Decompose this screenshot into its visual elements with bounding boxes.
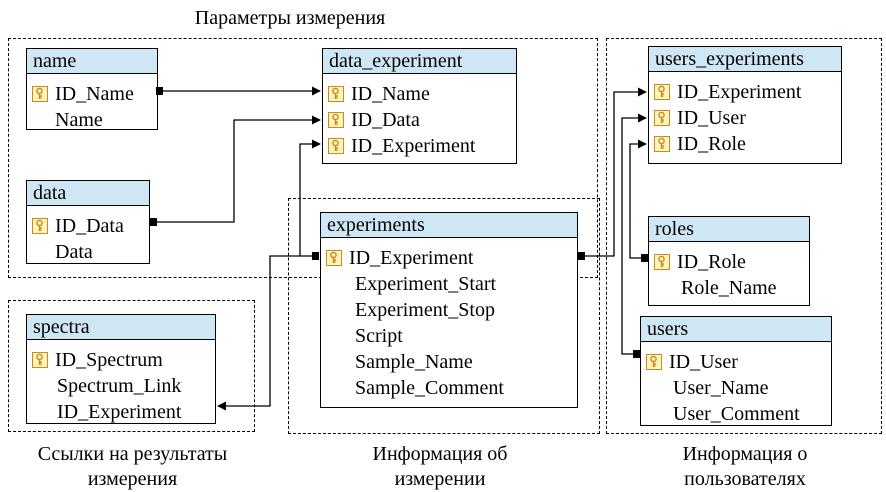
key-icon [654, 84, 670, 100]
link-users-to-users-experiments [621, 113, 647, 355]
table-name-title: name [27, 49, 157, 74]
field-user-name: User_Name [673, 377, 769, 399]
field-id-name: ID_Name [351, 83, 430, 105]
field-id-user: ID_User [677, 107, 746, 129]
field-script: Script [355, 325, 403, 347]
key-icon [654, 254, 670, 270]
field-id-role: ID_Role [677, 251, 746, 273]
key-icon [654, 110, 670, 126]
table-spectra-title: spectra [27, 315, 215, 340]
field-id-role: ID_Role [677, 133, 746, 155]
link-end-name [156, 87, 163, 95]
field-sample-name: Sample_Name [355, 351, 473, 373]
key-icon [654, 136, 670, 152]
field-id-data: ID_Data [351, 109, 420, 131]
key-icon [328, 112, 344, 128]
link-end-users [633, 350, 640, 358]
field-id-experiment: ID_Experiment [349, 247, 474, 269]
link-data-to-data-experiment [152, 115, 321, 223]
link-experiments-to-spectra [217, 255, 300, 411]
table-data-title: data [27, 181, 149, 206]
key-icon [32, 86, 48, 102]
key-icon [646, 354, 662, 370]
link-end-experiments-left [312, 252, 319, 260]
field-id-experiment: ID_Experiment [351, 135, 476, 157]
caption-measurement-results: Ссылки на результаты измерения [37, 443, 228, 490]
caption-measurement-parameters: Параметры измерения [194, 7, 386, 29]
field-user-comment: User_Comment [673, 403, 800, 425]
field-name: Name [55, 109, 103, 131]
link-end-experiments-right [578, 252, 585, 260]
caption-experiment-info: Информация об измерении [372, 443, 508, 490]
table-experiments-title: experiments [321, 213, 577, 238]
field-id-name: ID_Name [55, 83, 134, 105]
link-roles-to-users-experiments [629, 139, 647, 259]
field-sample-comment: Sample_Comment [355, 377, 504, 399]
field-id-experiment: ID_Experiment [677, 81, 802, 103]
field-id-experiment: ID_Experiment [57, 401, 182, 423]
link-end-data [150, 218, 157, 226]
key-icon [326, 250, 342, 266]
table-users-title: users [641, 317, 831, 342]
field-experiment-start: Experiment_Start [355, 273, 497, 295]
link-experiments-to-data-experiment [299, 139, 321, 257]
field-experiment-stop: Experiment_Stop [355, 299, 495, 321]
key-icon [32, 218, 48, 234]
field-spectrum-link: Spectrum_Link [57, 375, 182, 397]
group-experiment-info [288, 198, 600, 434]
link-end-roles [641, 254, 648, 262]
group-users-info [606, 38, 882, 434]
group-measurement-parameters [8, 38, 598, 278]
table-roles-title: roles [649, 217, 809, 242]
field-role-name: Role_Name [681, 277, 777, 299]
field-data: Data [55, 241, 93, 263]
key-icon [328, 86, 344, 102]
caption-users-info: Информация о пользователях [682, 443, 808, 490]
field-id-user: ID_User [669, 351, 738, 373]
key-icon [32, 352, 48, 368]
group-spectra [8, 300, 255, 432]
link-experiments-to-users-experiments [580, 87, 647, 257]
table-users-experiments-title: users_experiments [649, 47, 841, 72]
field-id-spectrum: ID_Spectrum [55, 349, 163, 371]
table-data-experiment-title: data_experiment [323, 49, 516, 74]
field-id-data: ID_Data [55, 215, 124, 237]
key-icon [328, 138, 344, 154]
